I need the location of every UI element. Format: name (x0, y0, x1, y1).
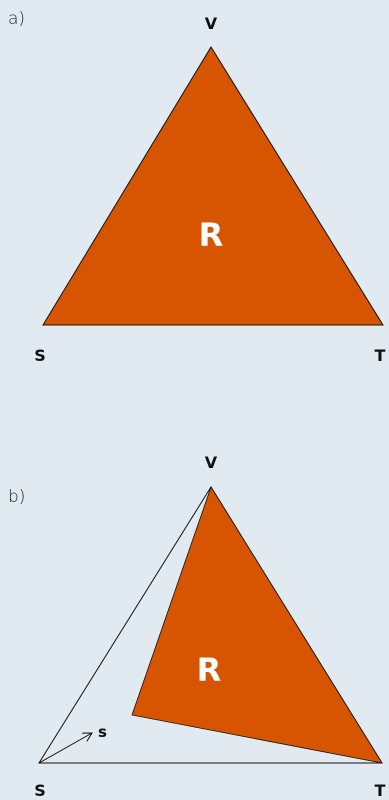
vertex-v-label-a: V (205, 14, 218, 33)
vertex-s-label-a: S (34, 346, 46, 365)
panel-b: b) s V S T R (8, 453, 386, 800)
region-r-label-b: R (197, 651, 222, 689)
vertex-s-label-b: S (34, 781, 46, 800)
vector-s-label: s (98, 723, 107, 741)
panel-a: a) V S T R (8, 9, 386, 365)
vertex-v-label-b: V (205, 453, 218, 472)
vertex-t-label-b: T (375, 781, 386, 800)
panel-b-label: b) (8, 487, 25, 507)
vector-s-arrow (38, 733, 92, 764)
panel-a-label: a) (8, 9, 25, 29)
region-r-subtriangle-b (131, 486, 383, 764)
vertex-t-label-a: T (375, 346, 386, 365)
region-r-label-a: R (199, 216, 224, 254)
region-r-triangle-a (42, 46, 384, 326)
